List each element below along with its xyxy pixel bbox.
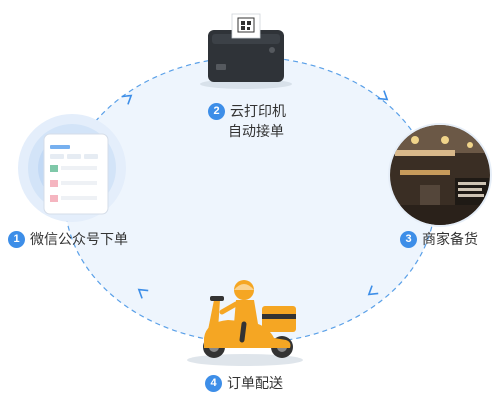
step-number-badge: 1	[8, 230, 25, 248]
step-4-label: 4 订单配送	[205, 373, 283, 393]
arrow-bottom-left-icon	[137, 288, 149, 299]
step-number-badge: 4	[205, 374, 222, 392]
arrow-bottom-right-icon	[367, 285, 379, 296]
arrow-top-left-icon	[121, 94, 133, 105]
merchant-cafe-photo	[388, 123, 492, 227]
cloud-printer-icon	[200, 13, 292, 89]
step-2-text-line2: 自动接单	[228, 123, 284, 139]
step-2-text-line1: 云打印机	[230, 103, 286, 119]
step-4-text: 订单配送	[227, 375, 283, 391]
step-3-text: 商家备货	[422, 231, 478, 247]
arrow-top-right-icon	[377, 90, 389, 101]
step-number-badge: 3	[400, 230, 417, 248]
step-1-text: 微信公众号下单	[30, 231, 128, 247]
step-number-badge: 2	[208, 102, 225, 120]
step-1-label: 1 微信公众号下单	[8, 229, 128, 249]
step-2-label: 2 云打印机 自动接单	[208, 101, 286, 141]
phone-order-icon	[18, 114, 126, 222]
step-3-label: 3 商家备货	[400, 229, 478, 249]
delivery-scooter-icon	[187, 280, 303, 366]
